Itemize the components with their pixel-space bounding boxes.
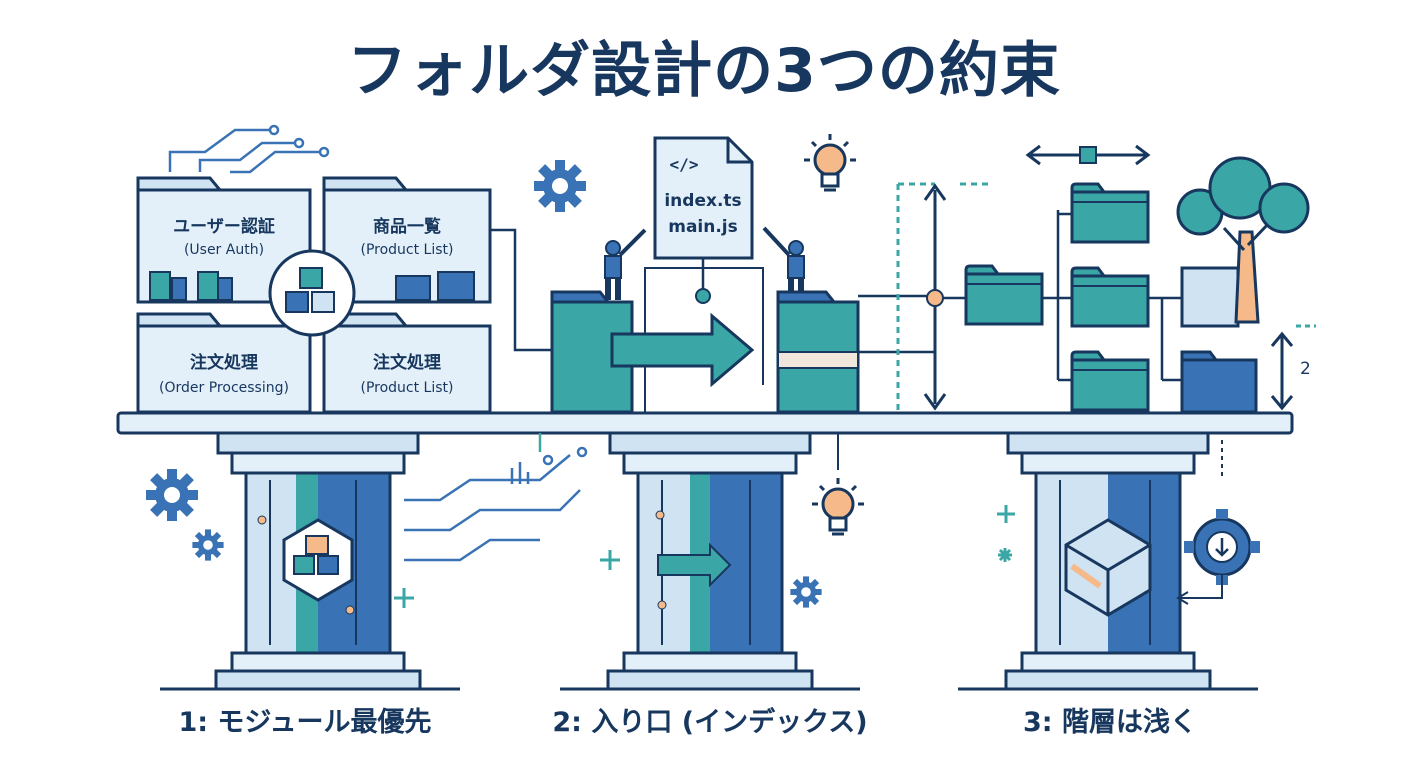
shelf-beam [116,411,1294,435]
pillar-entry [560,431,860,691]
pillar-shallow [958,431,1258,691]
folder-sublabel: (Product List) [360,242,453,258]
tree-icon [1176,156,1310,324]
folder-product-list [322,176,492,304]
circuit-lines-bottom [404,433,588,562]
folder-label: 注文処理 [373,352,441,373]
pillar-module [160,431,460,691]
arrow-right-icon [610,312,755,388]
folder-label: 注文処理 [190,352,258,373]
sparkle-icon [600,550,620,570]
folder-order-processing [136,312,312,414]
gear-icon [534,160,586,212]
index-file-document: </> index.ts main.js [644,136,764,412]
folder-sublabel: (Product List) [360,380,453,396]
folder-label: ユーザー認証 [173,216,275,237]
person-icon [604,240,622,301]
caption-shallow-hierarchy: 3: 階層は浅く [1023,707,1197,738]
folder-sublabel: (User Auth) [184,242,264,258]
module-folder-grid: ユーザー認証 (User Auth) 商品一覧 (Product List) 注… [136,176,492,414]
file-name-main: main.js [668,217,738,237]
lightbulb-icon [802,132,858,192]
gear-icon [192,529,224,561]
folder-sublabel: (Order Processing) [159,380,289,396]
entry-folders [550,290,860,414]
sparkle-icon [394,588,414,608]
folder-order-processing-2 [322,312,492,414]
sparkle-icon [998,548,1012,562]
gear-icon [790,576,822,608]
caption-entry-index: 2: 入り口 (インデックス) [552,707,868,738]
gear-icon [146,469,198,521]
file-name-index: index.ts [664,191,741,211]
depth-label: 2 [1300,359,1311,379]
module-cubes-icon [268,249,356,337]
caption-module-first: 1: モジュール最優先 [178,707,432,738]
sparkle-icon [997,505,1015,523]
download-gear-icon [1184,509,1260,585]
lightbulb-icon [810,476,866,536]
page-title: フォルダ設計の3つの約束 [347,36,1061,106]
arrow-right-icon [657,542,732,588]
circuit-lines-top [168,124,330,174]
hierarchy-section: 2 [896,144,1316,414]
folder-label: 商品一覧 [373,216,441,237]
code-icon: </> [670,155,699,174]
